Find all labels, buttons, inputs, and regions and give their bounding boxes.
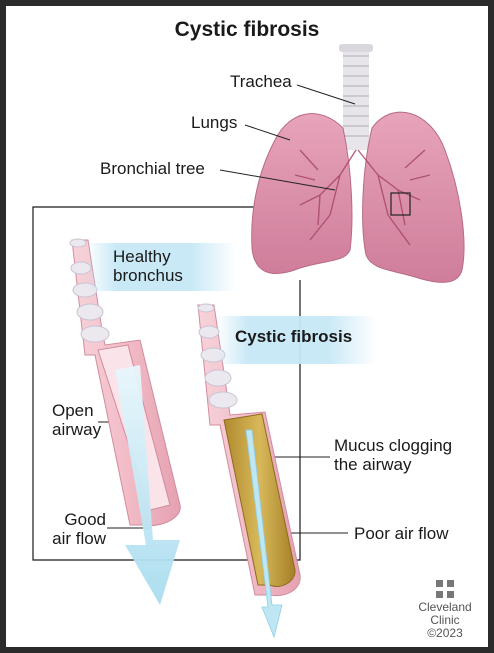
good-air-flow-line1: Good [42,510,106,529]
cleveland-clinic-mark-icon [436,580,454,598]
poor-air-flow-label: Poor air flow [354,524,448,543]
open-airway-line1: Open [52,401,101,420]
open-airway-label: Open airway [52,401,101,439]
bronchial-tree-label: Bronchial tree [100,159,205,178]
trachea-label: Trachea [230,72,292,91]
mucus-clogging-label: Mucus clogging the airway [334,436,452,474]
logo-copyright: ©2023 [414,627,476,640]
diagram-title: Cystic fibrosis [0,18,494,42]
cystic-fibrosis-label: Cystic fibrosis [235,327,352,346]
good-air-flow-label: Good air flow [42,510,106,548]
cleveland-clinic-logo: Cleveland Clinic ©2023 [414,580,476,640]
healthy-bronchus-line2: bronchus [113,266,183,285]
healthy-bronchus-line1: Healthy [113,247,183,266]
good-air-flow-line2: air flow [42,529,106,548]
left-lung [252,114,352,274]
mucus-clogging-line1: Mucus clogging [334,436,452,455]
mucus-clogging-line2: the airway [334,455,452,474]
lungs-label: Lungs [191,113,237,132]
open-airway-line2: airway [52,420,101,439]
healthy-bronchus-label: Healthy bronchus [113,247,183,285]
